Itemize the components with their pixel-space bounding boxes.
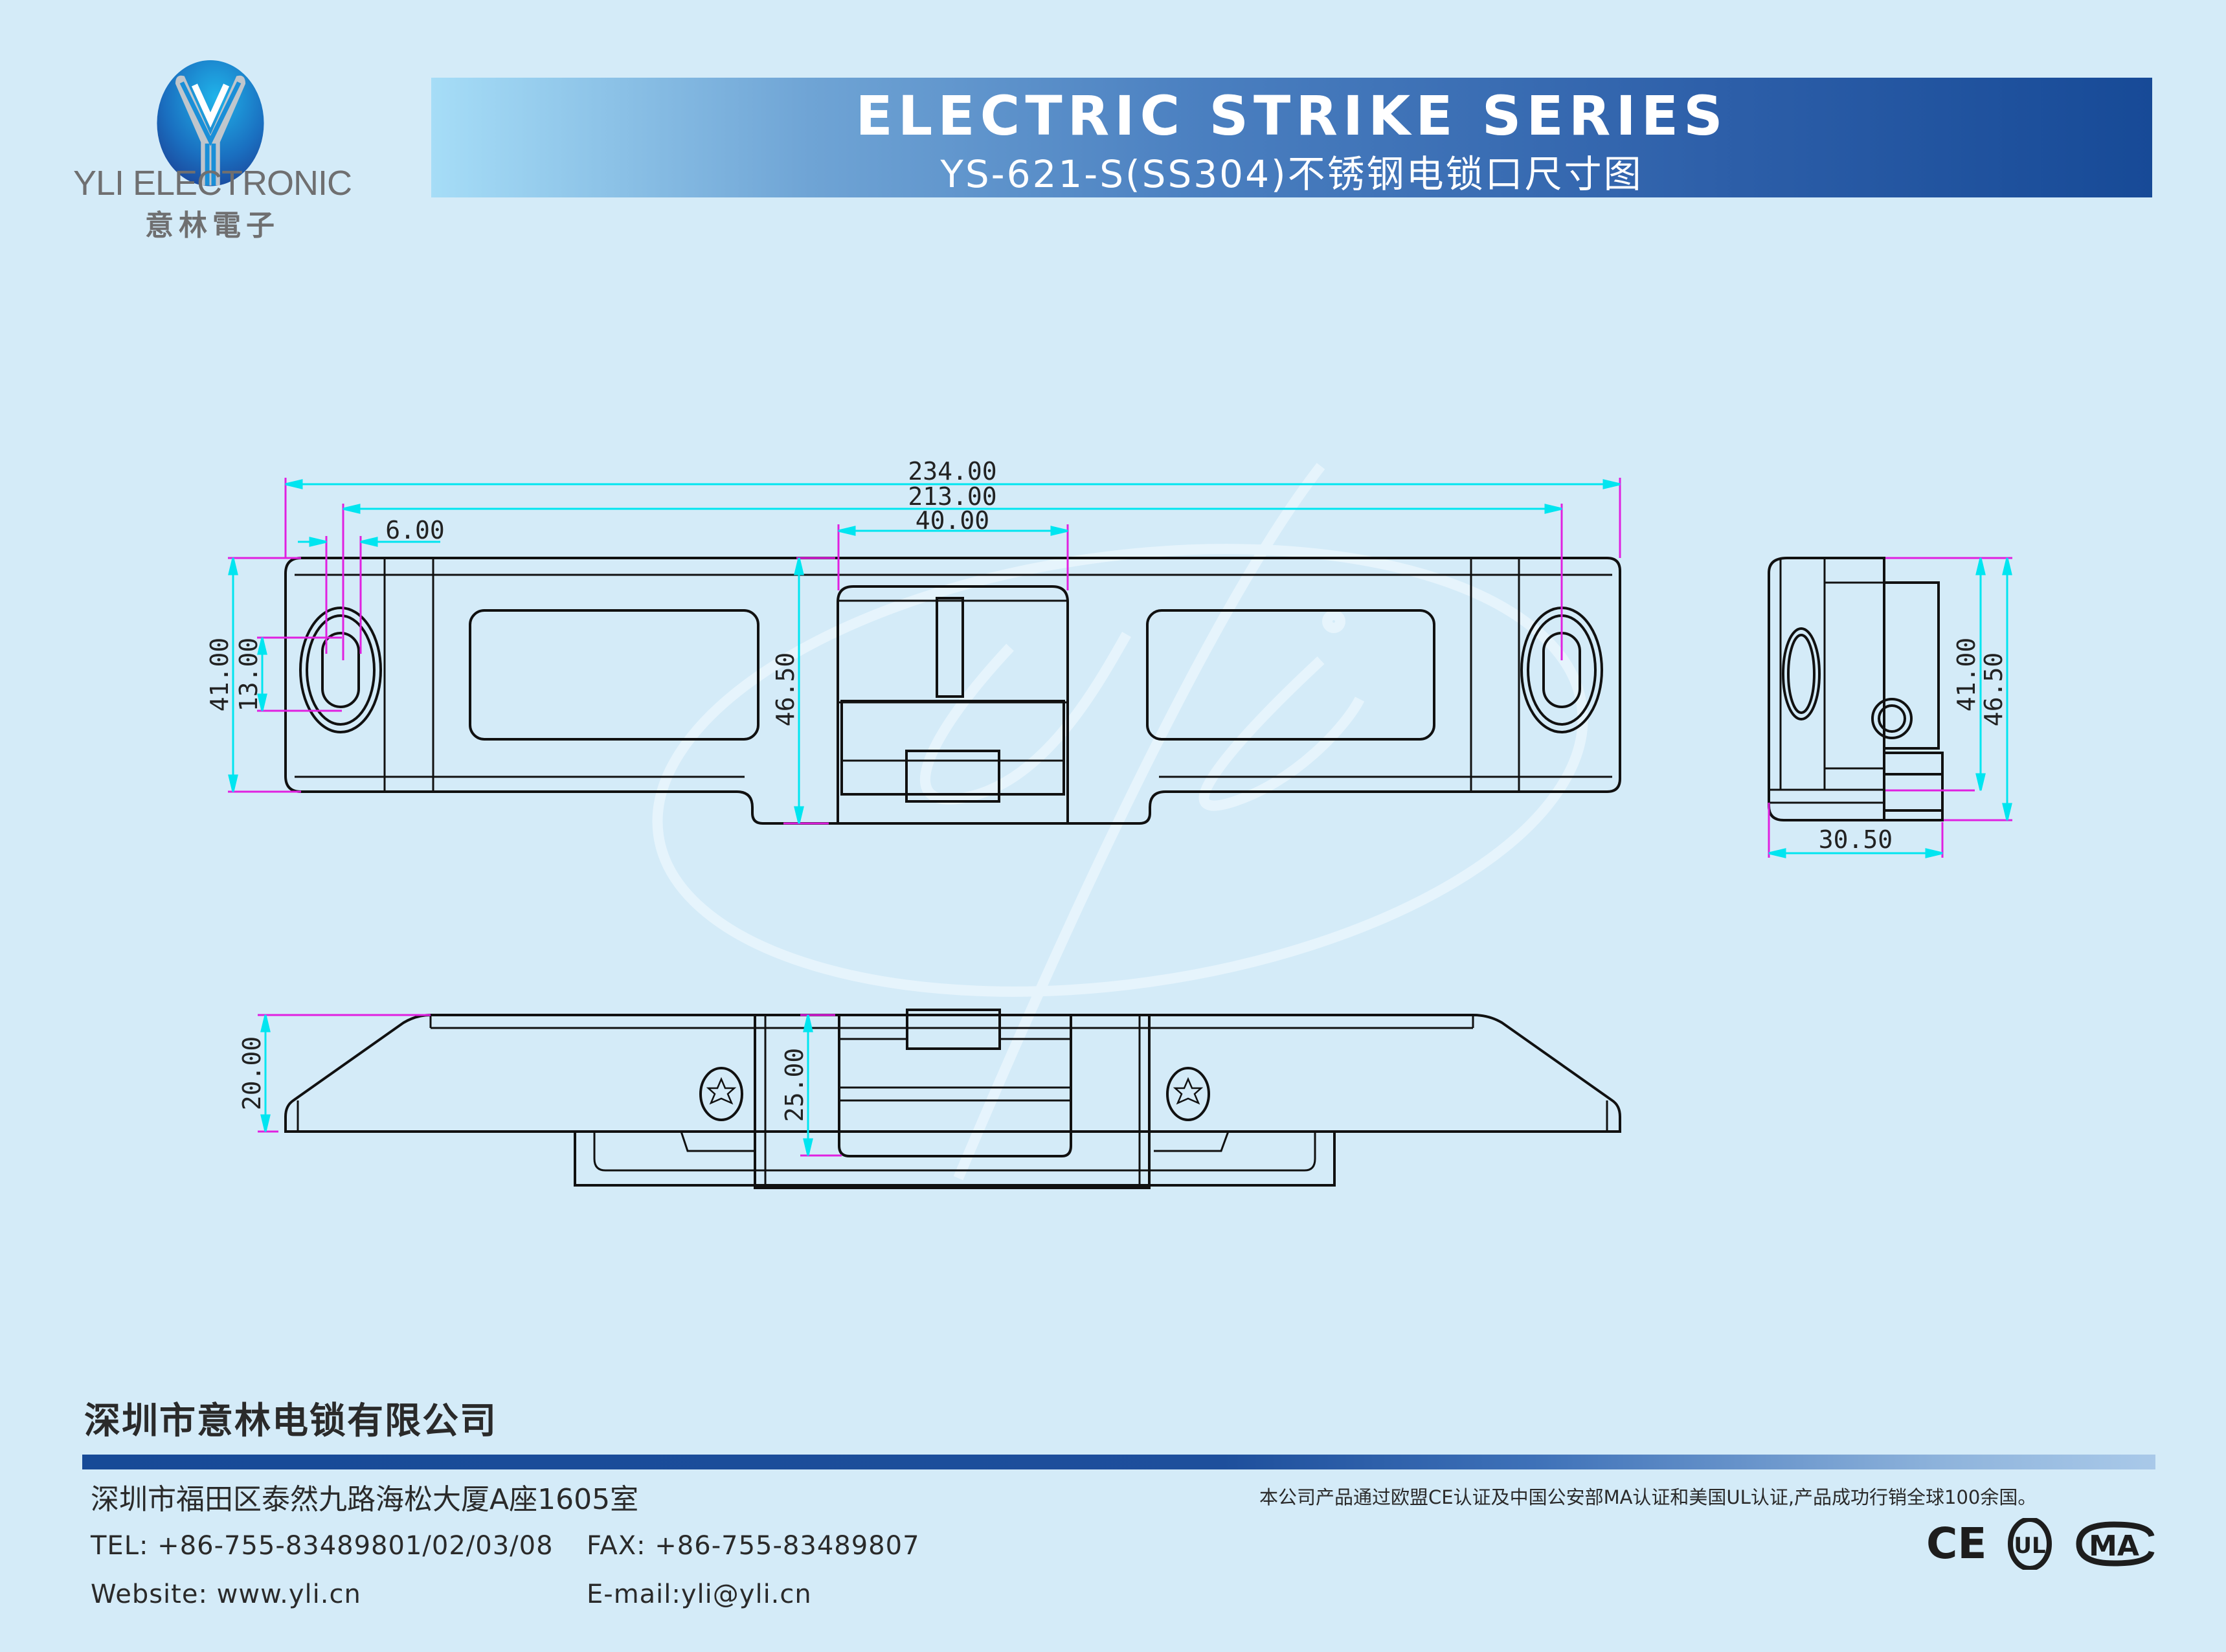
ma-mark-icon: MA xyxy=(2076,1521,2155,1567)
brand-name-en: YLI ELECTRONIC xyxy=(73,164,352,203)
footer-divider xyxy=(82,1455,2155,1469)
yli-logo-icon xyxy=(157,60,264,186)
torx-screw-icon xyxy=(706,1077,737,1105)
top-view-left-window xyxy=(469,609,759,741)
certification-note: 本公司产品通过欧盟CE认证及中国公安部MA认证和美国UL认证,产品成功行销全球1… xyxy=(1259,1486,2037,1508)
torx-screw-icon xyxy=(1173,1077,1204,1105)
dim-overall-length: 234.00 xyxy=(908,457,996,486)
company-address: 深圳市福田区泰然九路海松大厦A座1605室 xyxy=(91,1483,639,1516)
dim-keeper-width: 40.00 xyxy=(916,506,989,535)
top-view-keeper xyxy=(837,585,1069,823)
ce-mark-icon: CE xyxy=(1926,1519,1987,1568)
banner-title: ELECTRIC STRIKE SERIES xyxy=(855,84,1728,148)
dim-side-total-height: 46.50 xyxy=(1979,653,2008,726)
dim-plate-height: 41.00 xyxy=(205,638,234,711)
svg-text:MA: MA xyxy=(2089,1530,2139,1563)
dim-total-height: 46.50 xyxy=(771,653,800,726)
dim-body-depth: 25.00 xyxy=(780,1048,809,1122)
svg-text:UL: UL xyxy=(2014,1533,2045,1559)
front-view-plate xyxy=(284,1014,1621,1133)
dim-plate-thickness: 20.00 xyxy=(238,1036,266,1110)
title-banner xyxy=(431,78,2152,197)
side-view-body xyxy=(1768,557,1885,821)
dim-hole-spacing: 213.00 xyxy=(908,482,996,511)
svg-text:CE: CE xyxy=(1926,1519,1987,1568)
dim-slot-length: 13.00 xyxy=(234,638,263,711)
top-view-plate xyxy=(284,557,1621,825)
top-view-right-window xyxy=(1146,609,1435,741)
telephone: TEL: +86-755-83489801/02/03/08 xyxy=(91,1531,554,1561)
ul-mark-icon: UL xyxy=(2008,1518,2052,1570)
banner-subtitle: YS-621-S(SS304)不锈钢电锁口尺寸图 xyxy=(940,152,1643,196)
company-name: 深圳市意林电锁有限公司 xyxy=(84,1400,497,1442)
dim-side-plate-height: 41.00 xyxy=(1952,638,1981,711)
fax: FAX: +86-755-83489807 xyxy=(587,1531,920,1561)
certification-marks: CE UL MA xyxy=(1926,1518,2155,1570)
dim-hole-offset: 6.00 xyxy=(385,516,445,544)
email-link[interactable]: E-mail:yli@yli.cn xyxy=(587,1579,812,1609)
brand-name-cn: 意林電子 xyxy=(145,209,280,242)
website-link[interactable]: Website: www.yli.cn xyxy=(91,1579,361,1609)
dim-side-depth: 30.50 xyxy=(1819,825,1893,854)
